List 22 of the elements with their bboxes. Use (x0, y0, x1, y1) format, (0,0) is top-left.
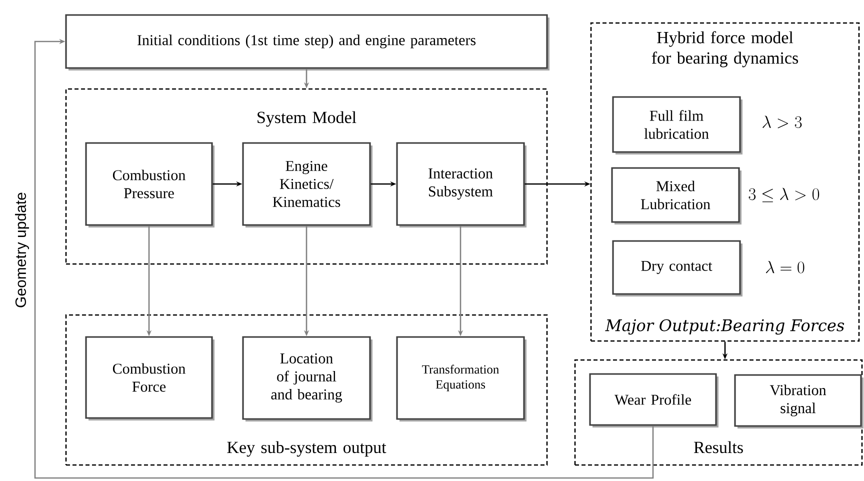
process-box: Mixed Lubrication (611, 167, 742, 224)
group-title: Key sub-system output (227, 441, 386, 457)
process-box: Vibration signal (734, 374, 864, 428)
output-caption: Major Output:Bearing Forces (605, 319, 844, 335)
process-box: Full film lubrication (612, 96, 742, 154)
process-box: Engine Kinetics/ Kinematics (242, 142, 372, 228)
process-box: Initial conditions (1st time step) and engine parameters (65, 14, 550, 70)
process-box: Interaction Subsystem (396, 142, 526, 228)
condition-formula: $3 \leq \lambda > 0$ (748, 188, 820, 202)
process-box: Combustion Pressure (85, 142, 214, 228)
process-box: Dry contact (612, 240, 742, 296)
edge-label: Geometry update (14, 191, 30, 309)
condition-formula: $\lambda > 3$ (762, 116, 802, 128)
group-title: Results (694, 441, 743, 454)
process-box: Combustion Force (85, 336, 214, 420)
process-box: Location of journal and bearing (242, 336, 372, 422)
condition-formula: $\lambda = 0$ (766, 261, 804, 274)
group-title: Hybrid force model for bearing dynamics (652, 31, 798, 68)
process-box: Transformation Equations (396, 336, 526, 422)
group-title: System Model (258, 111, 356, 127)
arrow (34, 38, 654, 479)
process-box: Wear Profile (589, 373, 718, 428)
